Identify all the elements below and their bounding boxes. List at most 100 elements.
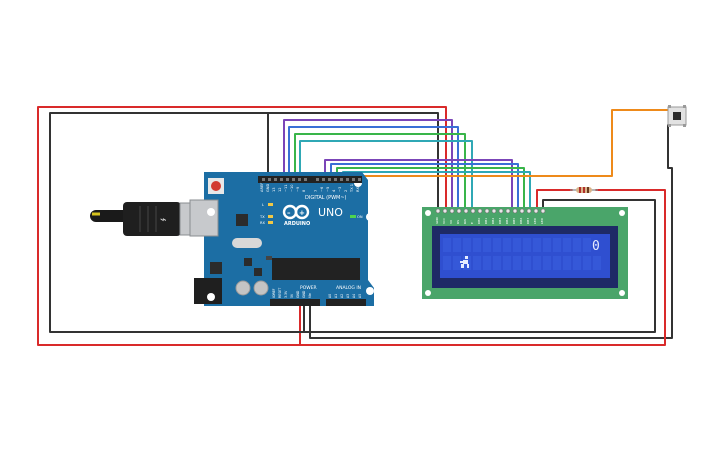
digital-pin-hole[interactable] <box>316 178 319 181</box>
pin-label: 3.3V <box>284 290 288 298</box>
lcd-pin-label: DB2 <box>491 218 495 224</box>
lcd-cell <box>523 238 531 252</box>
resistor[interactable] <box>570 187 598 193</box>
lcd-mount-hole <box>425 290 431 296</box>
lcd-pin[interactable] <box>463 208 469 214</box>
lcd-cell <box>543 238 551 252</box>
lcd-pin-label: LED <box>540 217 544 224</box>
led-tx <box>268 215 273 218</box>
wire-black-led-gnd[interactable] <box>303 199 656 333</box>
lcd-pin[interactable] <box>484 208 490 214</box>
digital-pin-hole[interactable] <box>328 178 331 181</box>
lcd-pin[interactable] <box>456 208 462 214</box>
digital-pin-hole[interactable] <box>304 178 307 181</box>
wire-red-resistor-5v[interactable] <box>299 189 666 346</box>
pushbutton-leg <box>683 105 686 108</box>
lcd-pin-label: DB5 <box>512 218 516 224</box>
lcd-pin[interactable] <box>442 208 448 214</box>
resistor-band <box>579 187 581 193</box>
digital-pin-hole[interactable] <box>352 178 355 181</box>
lcd-cell <box>453 256 461 270</box>
arduino-uno-board[interactable]: AREF GND 13 12 ~11 ~10 ~9 8 7 ~6 ~5 4 ~3… <box>189 172 374 306</box>
digital-pin-hole[interactable] <box>298 178 301 181</box>
usb-symbol-icon: ⌁ <box>160 213 167 226</box>
pin-label: TX 1 <box>350 184 354 193</box>
mount-hole <box>366 213 374 221</box>
lcd-pin[interactable] <box>512 208 518 214</box>
lcd-pin[interactable] <box>519 208 525 214</box>
lcd-pin[interactable] <box>491 208 497 214</box>
pushbutton-leg <box>668 105 671 108</box>
lcd-row1-text: 0 <box>592 239 600 254</box>
atmega-chip <box>272 258 360 280</box>
lcd-cell <box>523 256 531 270</box>
reset-button[interactable] <box>211 181 221 191</box>
lcd-mount-hole <box>619 210 625 216</box>
board-model: UNO <box>318 206 343 219</box>
digital-pin-hole[interactable] <box>286 178 289 181</box>
small-chip <box>254 268 262 276</box>
digital-pin-hole[interactable] <box>334 178 337 181</box>
lcd-cell <box>483 238 491 252</box>
lcd-pin-label: VCC <box>442 218 446 224</box>
lcd-pin[interactable] <box>540 208 546 214</box>
digital-pin-hole[interactable] <box>322 178 325 181</box>
lcd-cell <box>513 238 521 252</box>
lcd-pin-label: E <box>470 222 474 224</box>
lcd-pin[interactable] <box>449 208 455 214</box>
usb-b-socket <box>189 199 219 237</box>
led-rx-label: RX <box>260 221 265 225</box>
lcd-cell <box>553 238 561 252</box>
small-chip <box>244 258 252 266</box>
wire-blue-d4[interactable] <box>330 163 519 211</box>
lcd-pin[interactable] <box>435 208 441 214</box>
digital-pin-holes <box>262 178 361 181</box>
lcd-cell <box>453 238 461 252</box>
lcd-pin[interactable] <box>498 208 504 214</box>
digital-pin-hole[interactable] <box>268 178 271 181</box>
digital-pin-hole[interactable] <box>340 178 343 181</box>
lcd-pin[interactable] <box>477 208 483 214</box>
wire-black-gnd-lcd[interactable] <box>267 112 439 211</box>
pin-label: A1 <box>334 294 338 298</box>
power-pin-labels: IOREF RESET 3.3V 5V GND GND Vin <box>272 288 312 298</box>
wire-black-gnd[interactable] <box>49 112 305 333</box>
digital-pin-hole[interactable] <box>280 178 283 181</box>
pushbutton[interactable] <box>667 105 687 127</box>
pushbutton-leg <box>683 124 686 127</box>
figure-leg-left <box>461 264 464 268</box>
lcd-pin[interactable] <box>470 208 476 214</box>
lcd-pin-label: LED <box>533 217 537 224</box>
lcd-cell <box>533 256 541 270</box>
lcd-pin-labels: GND VCC V0 RS RW E DB0 DB1 DB2 DB3 DB4 D… <box>435 216 544 224</box>
logo-minus-icon: – <box>287 209 291 217</box>
led-rx <box>268 221 273 224</box>
digital-pin-hole[interactable] <box>274 178 277 181</box>
crystal-oscillator <box>232 238 262 248</box>
analog-header <box>326 299 366 306</box>
lcd-pin-label: DB7 <box>526 218 530 224</box>
digital-pin-hole[interactable] <box>292 178 295 181</box>
lcd-cell <box>533 238 541 252</box>
analog-pin-labels: A0 A1 A2 A3 A4 A5 <box>328 294 362 298</box>
lcd-mount-hole <box>425 210 431 216</box>
power-header-label: POWER <box>300 285 317 291</box>
lcd-pin[interactable] <box>533 208 539 214</box>
pin-label: 7 <box>314 190 318 192</box>
lcd-16x2[interactable]: GND VCC V0 RS RW E DB0 DB1 DB2 DB3 DB4 D… <box>422 207 628 299</box>
arduino-logo <box>282 204 310 220</box>
wire-teal-d2[interactable] <box>342 171 531 211</box>
pin-label: GND <box>296 290 300 298</box>
led-on <box>350 215 356 218</box>
lcd-pin[interactable] <box>505 208 511 214</box>
wire-red-resistor[interactable] <box>536 189 573 211</box>
digital-pin-hole[interactable] <box>358 178 361 181</box>
usb-plug-body <box>123 202 181 236</box>
digital-pin-hole[interactable] <box>262 178 265 181</box>
lcd-pin[interactable] <box>526 208 532 214</box>
digital-pin-hole[interactable] <box>346 178 349 181</box>
pin-label: A0 <box>328 294 332 298</box>
wire-purple-d5[interactable] <box>324 159 513 211</box>
capacitor <box>235 280 251 296</box>
icsp-header <box>266 256 272 260</box>
